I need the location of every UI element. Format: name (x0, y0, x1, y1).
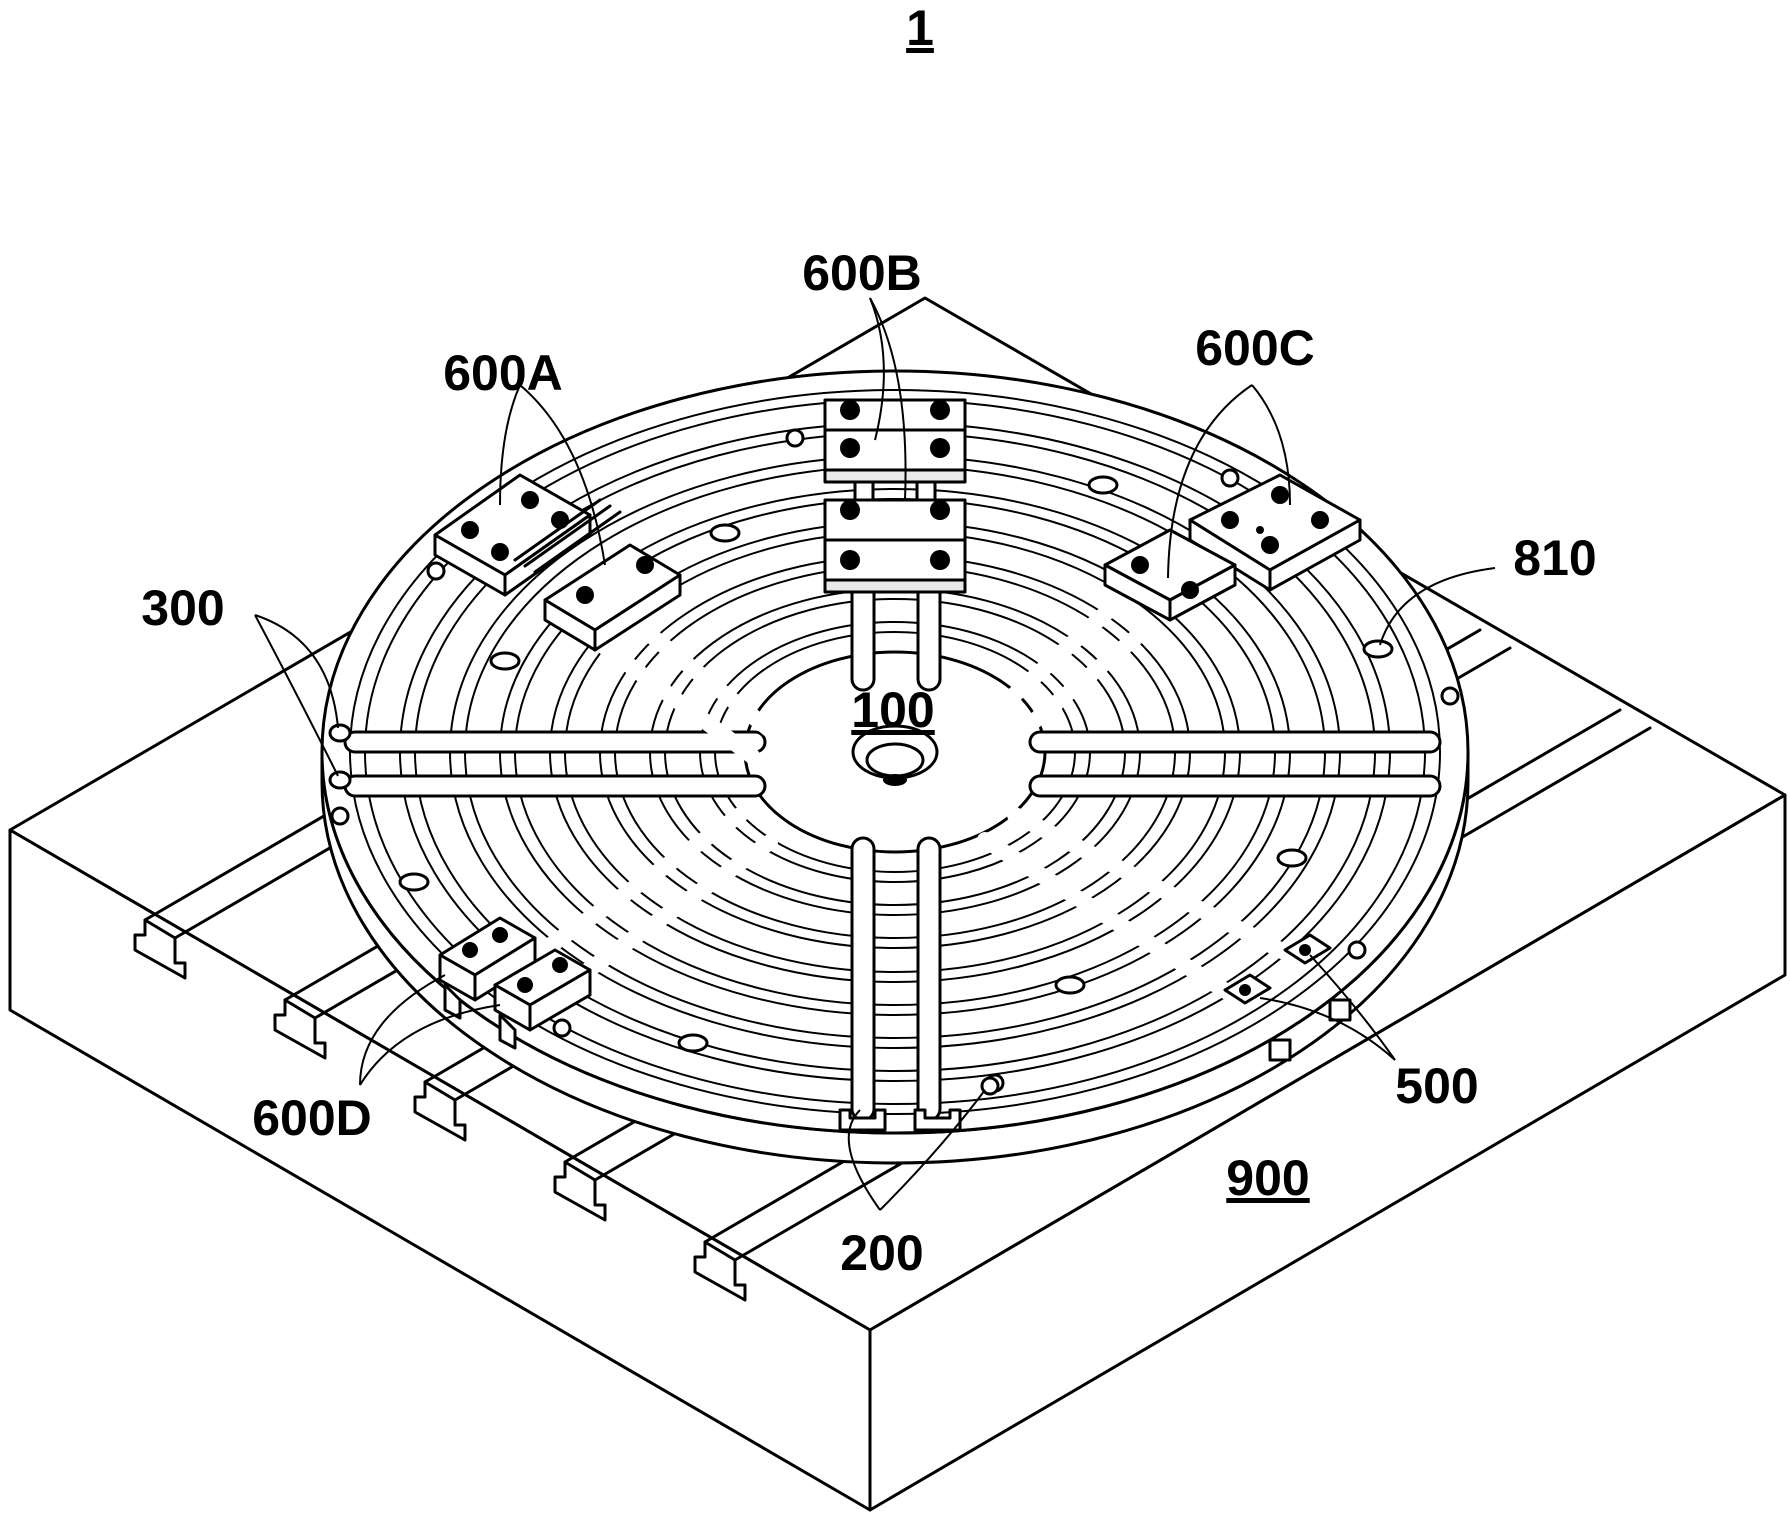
label-810: 810 (1513, 530, 1596, 586)
label-600b: 600B (802, 245, 922, 301)
label-600d: 600D (252, 1090, 372, 1146)
label-900: 900 (1226, 1150, 1309, 1206)
label-100: 100 (851, 682, 934, 738)
label-600a: 600A (443, 345, 563, 401)
label-200: 200 (840, 1225, 923, 1281)
label-600c: 600C (1195, 320, 1315, 376)
label-300: 300 (141, 580, 224, 636)
label-500: 500 (1395, 1058, 1478, 1114)
figure-number: 1 (906, 0, 934, 56)
